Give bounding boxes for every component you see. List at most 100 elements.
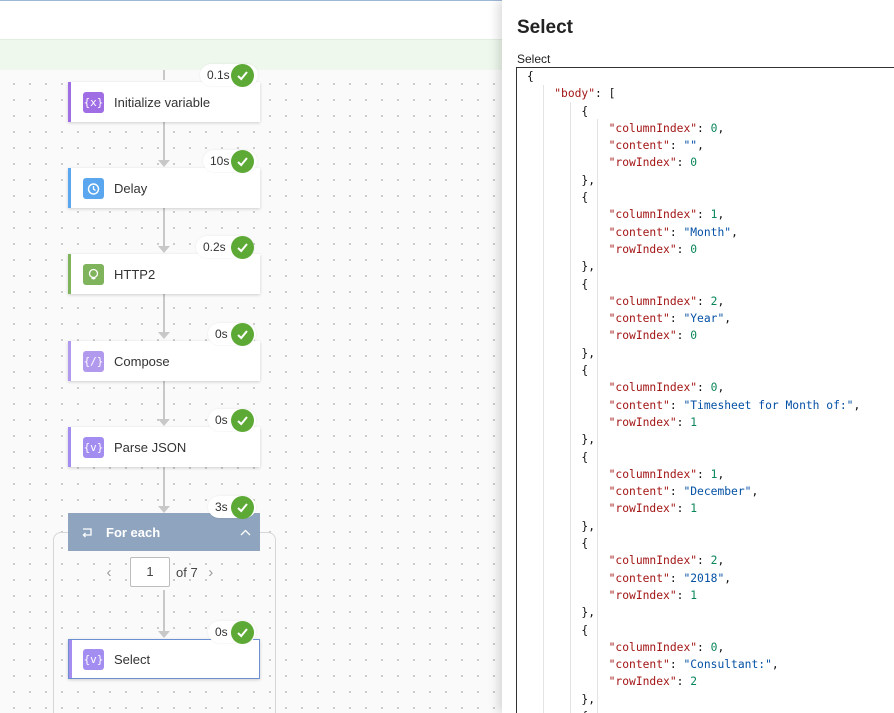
code-line: { [527,449,860,466]
step-for-each[interactable]: For each [68,513,260,551]
code-token: 0 [710,640,718,654]
code-token: { [527,364,589,378]
code-token: "rowIndex" [608,675,677,689]
code-token [527,416,609,429]
code-token: : [669,225,684,239]
success-check-icon [231,64,254,87]
code-token: : [676,242,691,256]
code-token: "2018" [683,571,725,585]
code-token: : [676,156,691,170]
code-line: "content": "December", [527,483,860,500]
step-accent [68,427,71,467]
code-token [527,485,609,498]
code-token: : [669,571,684,585]
step-parse-json[interactable]: {v} Parse JSON [68,427,260,467]
code-token: : [676,502,691,516]
code-token: "Month" [683,225,732,239]
code-token: }, [527,606,596,620]
code-token: , [731,225,738,239]
code-token [527,675,609,688]
code-token [527,641,609,654]
code-token: "rowIndex" [608,329,677,343]
code-token: , [717,121,725,135]
code-token: { [527,710,588,713]
code-line: }, [527,258,860,275]
code-token: : [697,467,711,481]
code-token: "content" [608,571,670,585]
code-line: { [527,708,860,713]
code-line: "rowIndex": 0 [527,241,860,258]
step-initialize-variable[interactable]: {x} Initialize variable [68,82,260,122]
connector-arrow [158,332,170,339]
code-line: { [527,362,860,379]
next-iteration-icon[interactable]: › [208,563,214,581]
code-token: : [669,312,684,326]
code-line: "columnIndex": 1, [527,466,860,483]
code-line: }, [527,431,860,448]
code-line: "rowIndex": 0 [527,327,860,344]
step-label: Initialize variable [114,94,211,110]
step-accent [69,640,72,678]
step-label: HTTP2 [114,266,156,282]
code-token: "columnIndex" [608,381,698,395]
code-token: "columnIndex" [608,208,698,222]
connector [163,381,165,419]
json-output-viewer[interactable]: { "body": [ { "columnIndex": 0, "content… [516,67,894,713]
code-line: "columnIndex": 2, [527,552,860,569]
iteration-pager: ‹ 1 of 7 › [100,557,220,587]
code-token [527,502,609,515]
code-token: }, [527,519,596,533]
code-line: { [527,622,860,639]
code-token: "rowIndex" [608,242,677,256]
prev-iteration-icon[interactable]: ‹ [106,563,112,581]
code-line: "content": "2018", [527,570,860,587]
loop-icon [81,527,94,538]
code-token: { [527,104,589,118]
code-token: : [697,381,711,395]
code-token [527,243,609,256]
code-token: 1 [690,415,698,429]
code-line: "content": "Consultant:", [527,656,860,673]
code-token: "content" [608,312,670,326]
code-token: }, [527,173,596,187]
step-label: Delay [114,180,148,196]
connector-arrow [158,160,170,167]
status-banner [0,39,520,70]
code-token: "rowIndex" [608,415,677,429]
json-icon: {v} [83,436,104,458]
code-token: , [853,398,861,412]
code-token: { [527,537,589,551]
step-delay[interactable]: Delay [68,168,260,208]
code-token: : [ [595,87,616,101]
code-token [527,589,609,602]
code-token: : [697,208,711,222]
variable-icon: {x} [83,91,104,113]
indent-guide [570,102,571,713]
step-compose[interactable]: {/} Compose [68,341,260,381]
step-select[interactable]: {v} Select [68,639,260,679]
connector [163,294,165,332]
code-line: "content": "Year", [527,310,860,327]
code-token [527,208,609,221]
indent-guide [597,119,598,713]
code-line: "rowIndex": 0 [527,154,860,171]
code-line: }, [527,518,860,535]
code-token: { [527,623,589,637]
step-label: For each [106,524,161,540]
output-field-label: Select [517,52,551,66]
code-token: : [676,588,691,602]
code-token: 1 [690,502,698,516]
iteration-input[interactable]: 1 [130,557,170,587]
code-token: }, [527,433,596,447]
code-token: { [527,191,589,205]
code-token [527,658,609,671]
code-token: , [717,381,725,395]
code-token: : [697,294,711,308]
collapse-chevron-icon[interactable] [240,529,251,536]
iteration-total: of 7 [176,564,198,580]
details-panel: Select Select { "body": [ { "columnIndex… [502,0,894,713]
code-token [527,312,609,325]
success-check-icon [231,621,254,644]
step-label: Parse JSON [114,439,187,455]
step-http2[interactable]: HTTP2 [68,254,260,294]
